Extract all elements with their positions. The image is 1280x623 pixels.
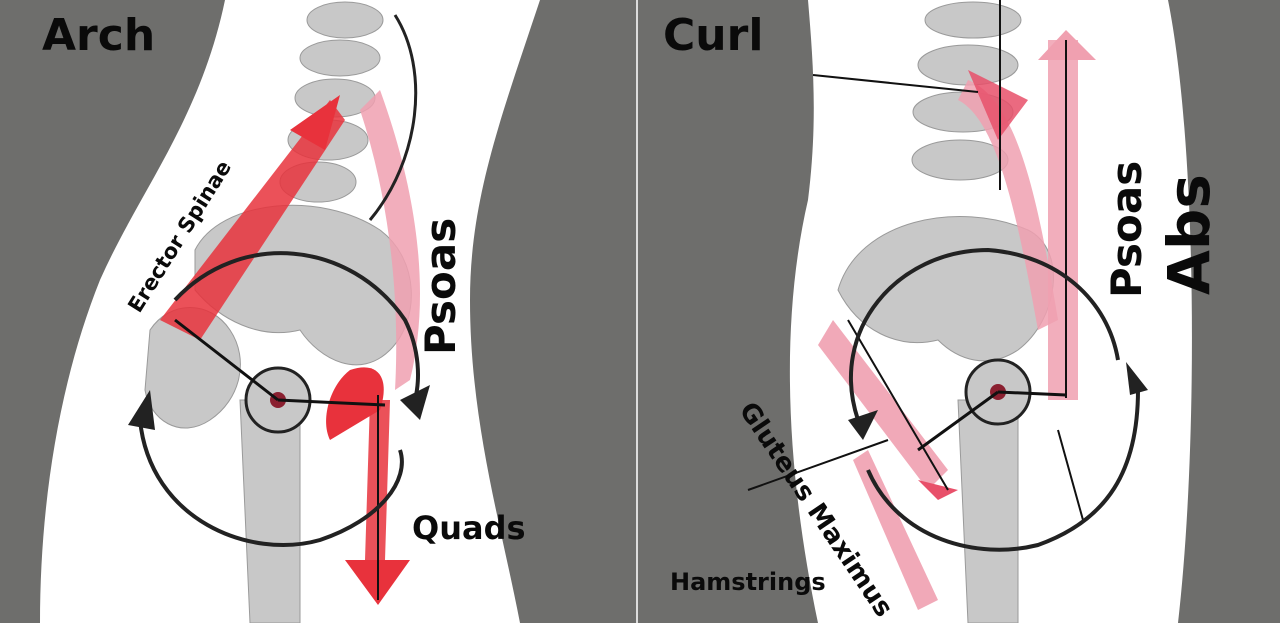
arch-psoas-label: Psoas — [420, 218, 462, 355]
curl-illustration — [638, 0, 1280, 623]
arch-femur — [240, 400, 300, 623]
curl-abs-muscle — [1048, 40, 1078, 400]
arch-panel: Arch Erector Spinae Psoas Quads — [0, 0, 636, 623]
arch-illustration — [0, 0, 636, 623]
quads-label: Quads — [412, 512, 526, 544]
arch-title: Arch — [42, 14, 155, 58]
curl-panel: Curl Psoas Abs Gluteus Maximus Hamstring… — [638, 0, 1280, 623]
abs-label: Abs — [1160, 174, 1218, 295]
curl-title: Curl — [663, 14, 763, 58]
hamstrings-label: Hamstrings — [670, 570, 826, 594]
curl-psoas-label: Psoas — [1106, 161, 1148, 298]
curl-femur — [958, 400, 1018, 623]
